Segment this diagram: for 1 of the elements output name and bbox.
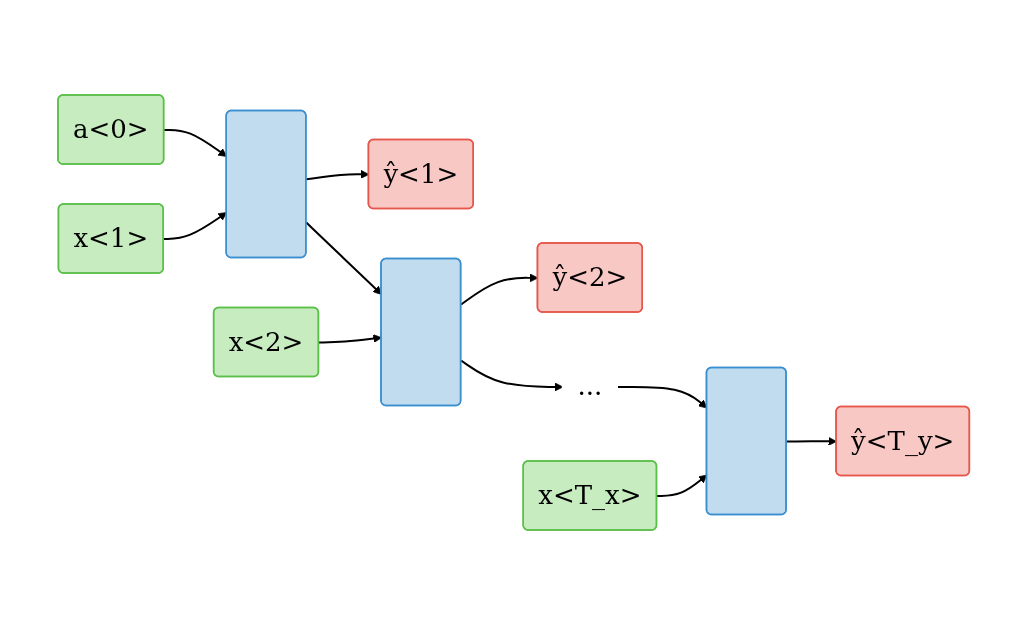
node-text: ...: [577, 371, 603, 401]
